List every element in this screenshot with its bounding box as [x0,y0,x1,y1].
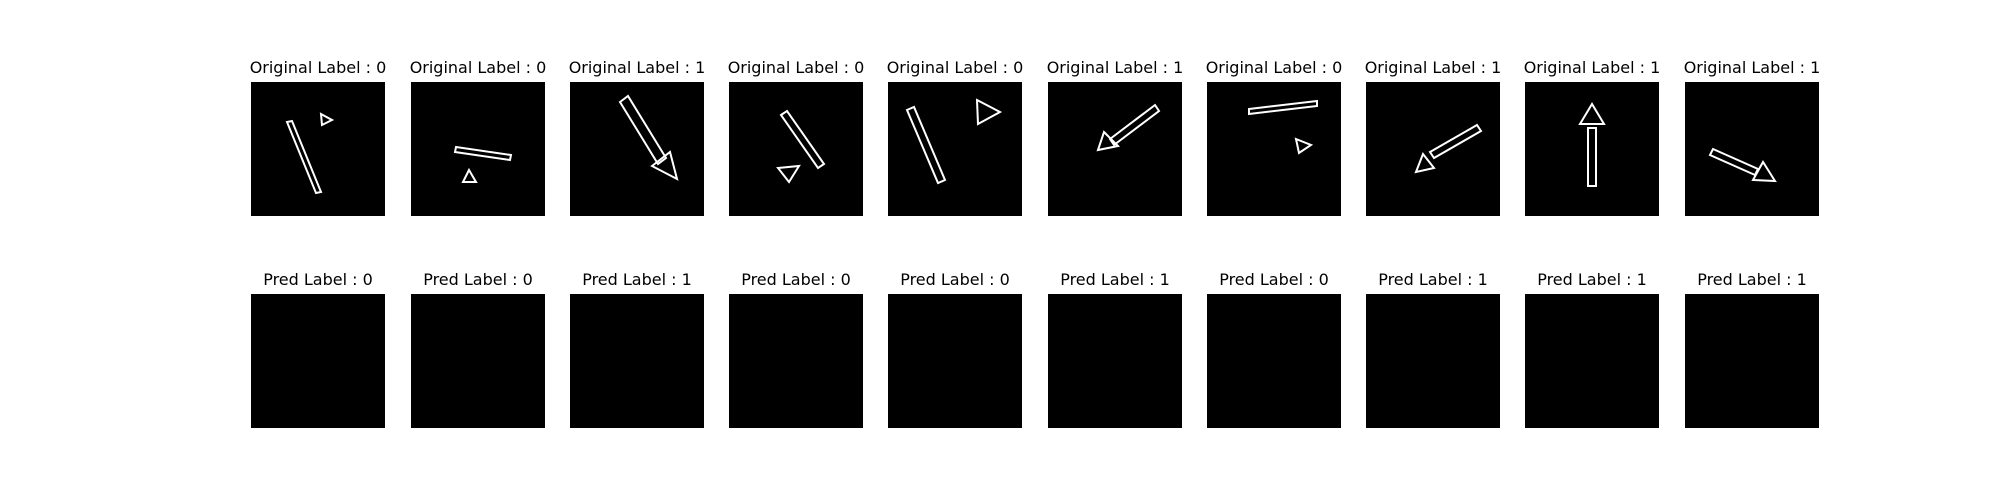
pred-image-5 [888,294,1022,428]
original-image-10 [1685,82,1819,216]
pred-label-9: Pred Label : 1 [1537,270,1647,289]
original-image-9-drawing [1578,102,1606,187]
pred-image-4 [729,294,863,428]
original-image-7 [1207,82,1341,216]
pred-image-1 [251,294,385,428]
pred-image-7 [1207,294,1341,428]
original-image-3 [570,82,704,216]
original-label-7: Original Label : 0 [1205,58,1343,77]
original-image-8-drawing [1414,123,1483,174]
original-image-5-drawing [905,98,1003,185]
pred-image-6 [1048,294,1182,428]
original-label-5: Original Label : 0 [886,58,1024,77]
original-label-4: Original Label : 0 [727,58,865,77]
original-label-8: Original Label : 1 [1364,58,1502,77]
original-label-10: Original Label : 1 [1683,58,1821,77]
pred-image-2 [411,294,545,428]
original-image-2-drawing [453,145,513,183]
pred-label-2: Pred Label : 0 [423,270,533,289]
pred-label-7: Pred Label : 0 [1219,270,1329,289]
pred-label-3: Pred Label : 1 [582,270,692,289]
original-image-2 [411,82,545,216]
original-image-1 [251,82,385,216]
pred-image-9 [1525,294,1659,428]
original-image-5 [888,82,1022,216]
original-label-3: Original Label : 1 [568,58,706,77]
pred-image-3 [570,294,704,428]
pred-label-5: Pred Label : 0 [900,270,1010,289]
original-image-8 [1366,82,1500,216]
original-image-6-drawing [1096,103,1161,152]
pred-label-1: Pred Label : 0 [263,270,373,289]
pred-label-4: Pred Label : 0 [741,270,851,289]
original-image-9 [1525,82,1659,216]
original-image-4-drawing [776,109,826,184]
original-label-1: Original Label : 0 [249,58,387,77]
pred-label-10: Pred Label : 1 [1697,270,1807,289]
original-image-7-drawing [1248,99,1318,155]
original-image-3-drawing [618,94,679,181]
original-image-1-drawing [285,112,335,195]
pred-image-10 [1685,294,1819,428]
pred-image-8 [1366,294,1500,428]
original-image-10-drawing [1708,147,1777,183]
original-image-6 [1048,82,1182,216]
original-label-2: Original Label : 0 [409,58,547,77]
original-image-4 [729,82,863,216]
pred-label-8: Pred Label : 1 [1378,270,1488,289]
original-label-6: Original Label : 1 [1046,58,1184,77]
original-label-9: Original Label : 1 [1523,58,1661,77]
pred-label-6: Pred Label : 1 [1060,270,1170,289]
